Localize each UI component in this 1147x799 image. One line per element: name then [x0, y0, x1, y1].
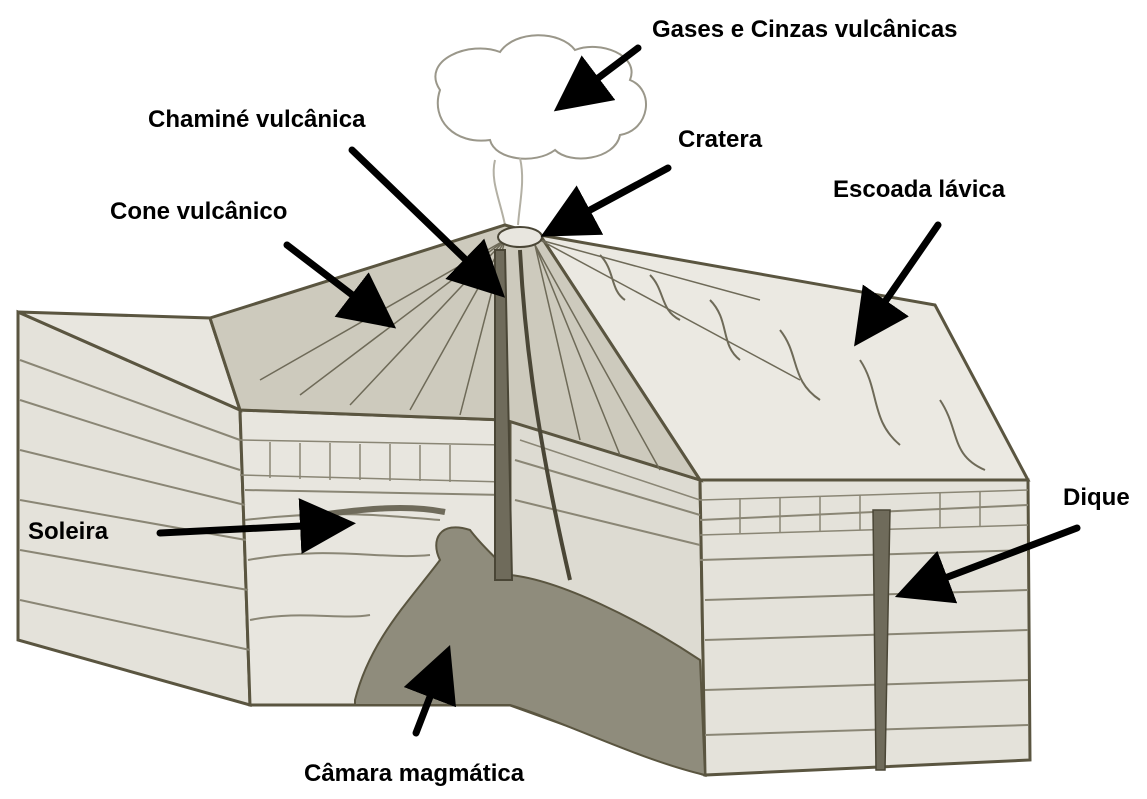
crater [498, 227, 542, 247]
label-camara-magmatica: Câmara magmática [304, 762, 524, 786]
label-dique: Dique [1063, 486, 1130, 510]
arrow-gases [565, 48, 638, 103]
label-chamine-vulcanica: Chaminé vulcânica [148, 108, 365, 132]
label-escoada-lavica: Escoada lávica [833, 178, 1005, 202]
label-cratera: Cratera [678, 128, 762, 152]
arrow-cratera [553, 168, 668, 230]
label-soleira: Soleira [28, 520, 108, 544]
label-cone-vulcanico: Cone vulcânico [110, 200, 287, 224]
label-gases-cinzas: Gases e Cinzas vulcânicas [652, 18, 958, 42]
